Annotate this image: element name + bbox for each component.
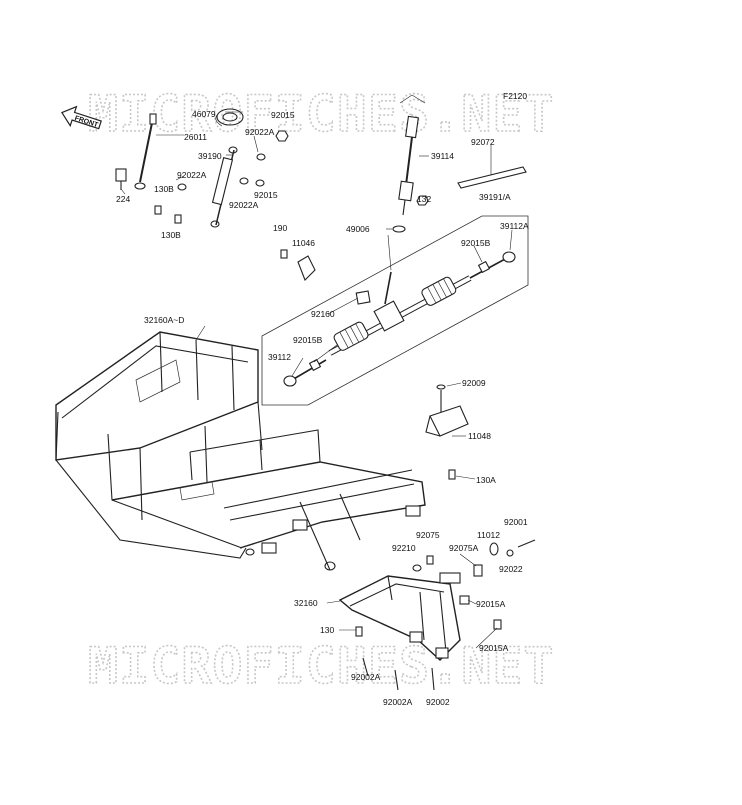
leader-lines-rack (291, 229, 513, 377)
label-92075: 92075 (416, 530, 440, 540)
label-130B-2: 130B (161, 230, 181, 240)
leader-lines-upper-left (120, 111, 259, 195)
leader-lines-11048 (446, 382, 476, 480)
main-frame (55, 331, 426, 571)
label-92002: 92002 (426, 697, 450, 707)
label-224: 224 (116, 194, 130, 204)
label-92002A-2: 92002A (383, 697, 413, 707)
watermark-top: MICROFICHES.NET (88, 85, 555, 143)
label-92001: 92001 (504, 517, 528, 527)
small-hardware (412, 539, 536, 605)
label-92015A-2: 92015A (479, 643, 509, 653)
label-92015B: 92015B (461, 238, 491, 248)
label-32160: 32160 (294, 598, 318, 608)
label-92072: 92072 (471, 137, 495, 147)
label-92210: 92210 (392, 543, 416, 553)
label-49006: 49006 (346, 224, 370, 234)
leader-lines-joint (386, 144, 492, 230)
label-92015A: 92015A (476, 599, 506, 609)
leader-lines-subframe (326, 553, 498, 649)
clamp-bracket (280, 249, 316, 281)
watermark-bottom: MICROFICHES.NET (88, 637, 555, 695)
label-11046: 11046 (292, 238, 315, 248)
steering-rack-assembly (283, 251, 516, 387)
label-92160: 92160 (311, 309, 335, 319)
label-190: 190 (273, 223, 287, 233)
label-92015: 92015 (271, 110, 295, 120)
label-26011: 26011 (184, 132, 207, 142)
mount-bracket (425, 384, 469, 480)
label-130B: 130B (154, 184, 174, 194)
label-39191A: 39191/A (479, 192, 511, 202)
universal-joint-assembly (392, 94, 527, 233)
label-39190: 39190 (198, 151, 222, 161)
label-39112: 39112 (268, 352, 291, 362)
steering-shaft-assembly (115, 108, 289, 228)
leader-lines-frame (195, 325, 206, 341)
figure-code: F2120 (503, 91, 527, 101)
label-32160A-D: 32160A~D (144, 315, 184, 325)
label-39112A: 39112A (500, 221, 529, 231)
label-11048: 11048 (468, 431, 491, 441)
label-92002A: 92002A (351, 672, 381, 682)
label-130: 130 (320, 625, 334, 635)
sub-frame (338, 572, 502, 691)
label-92015B-2: 92015B (293, 335, 323, 345)
label-92009: 92009 (462, 378, 486, 388)
label-92022A-2: 92022A (177, 170, 207, 180)
label-132: 132 (417, 194, 431, 204)
part-number-labels: 46079 26011 92015 92022A 39190 92022A 92… (116, 109, 529, 707)
steering-gearbox-box (261, 215, 529, 406)
label-92022A: 92022A (245, 127, 275, 137)
label-92022A-3: 92022A (229, 200, 259, 210)
label-92015-2: 92015 (254, 190, 278, 200)
label-92075A: 92075A (449, 543, 479, 553)
label-46079: 46079 (192, 109, 216, 119)
label-92022: 92022 (499, 564, 523, 574)
label-39114: 39114 (431, 151, 454, 161)
label-130A: 130A (476, 475, 496, 485)
label-11012: 11012 (477, 530, 500, 540)
